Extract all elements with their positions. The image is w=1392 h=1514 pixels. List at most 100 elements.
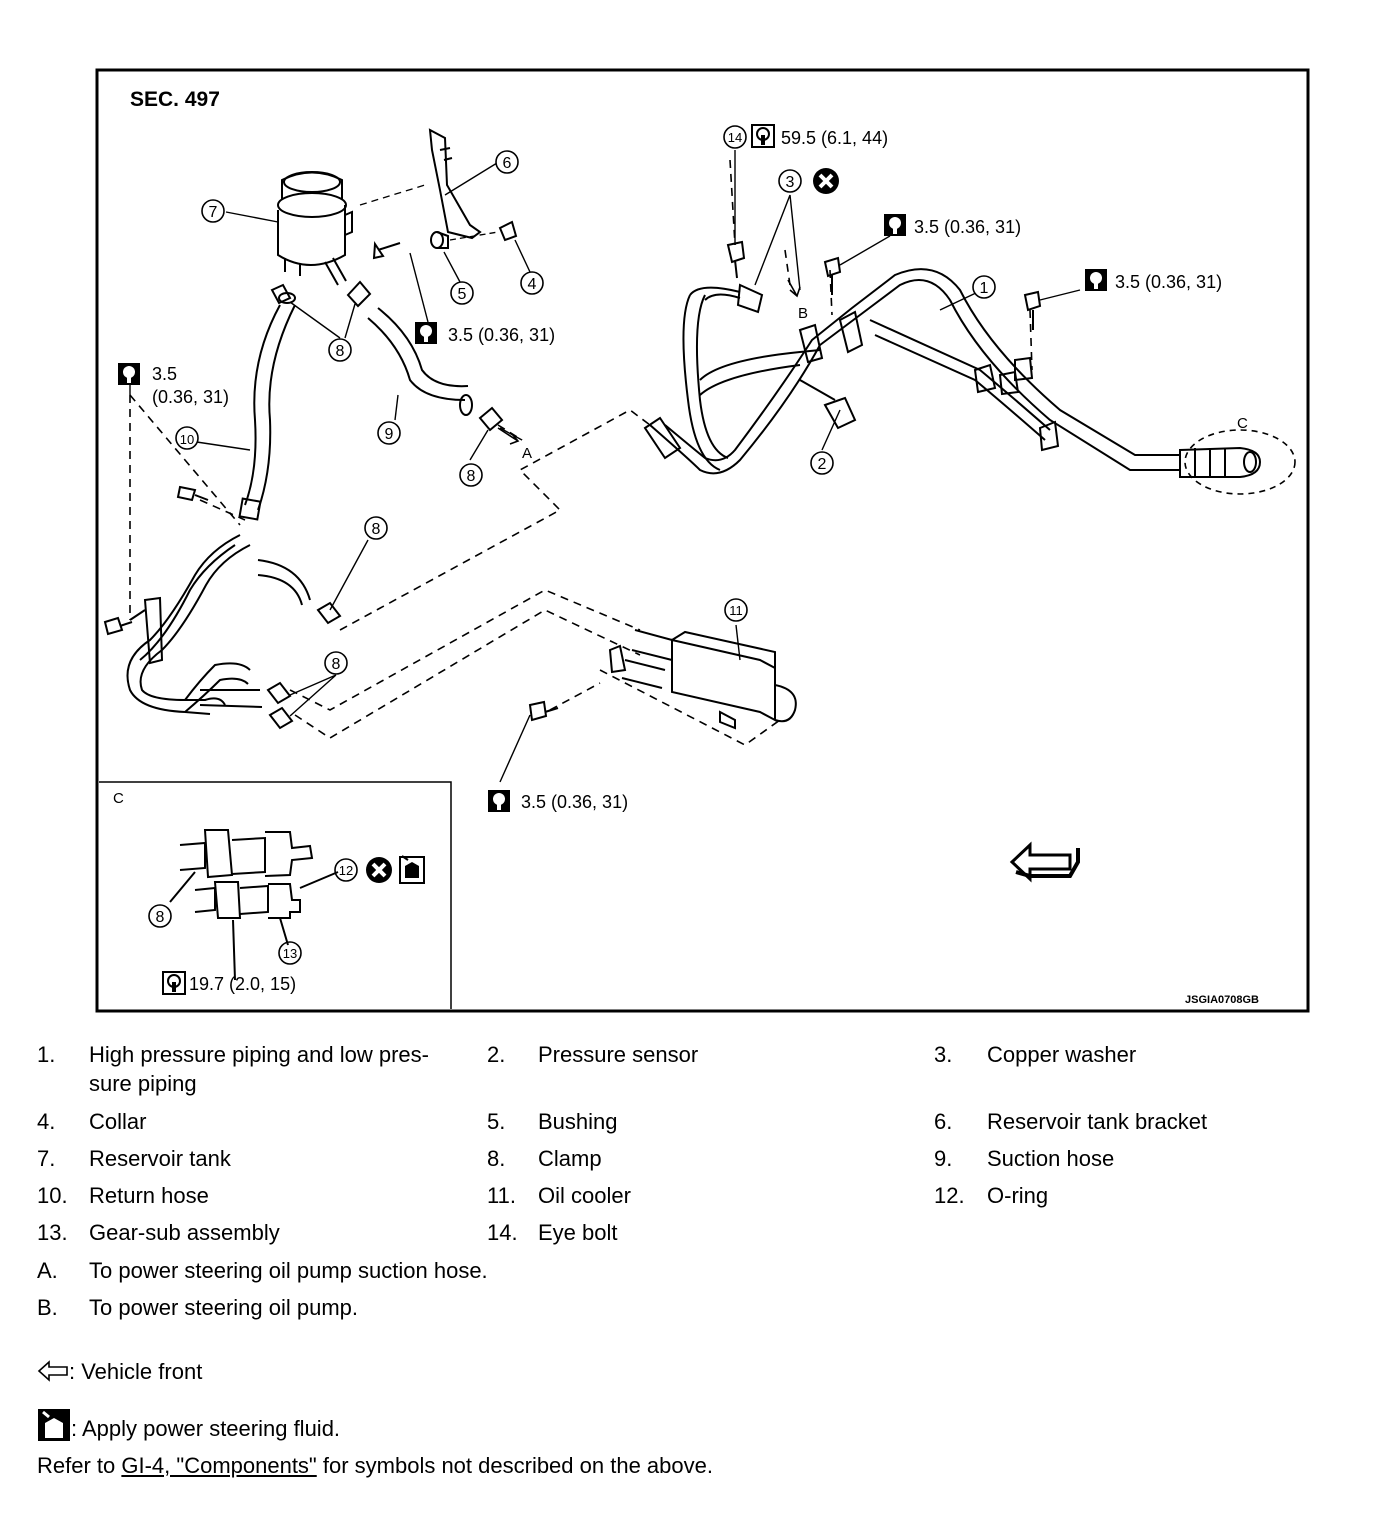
legend-label: Oil cooler: [538, 1183, 631, 1208]
svg-text:10: 10: [180, 432, 194, 447]
refer-prefix: Refer to: [37, 1453, 122, 1478]
refer-suffix: for symbols not described on the above.: [316, 1453, 713, 1478]
callout-8d: 8: [324, 651, 348, 675]
legend-label: Reservoir tank: [89, 1146, 231, 1171]
legend-num: 8.: [487, 1146, 506, 1171]
torque-bolt-a: 3.5 (0.36, 31): [914, 217, 1021, 237]
torque-labels: 59.5 (6.1, 44) 3.5 (0.36, 31) 3.5 (0.36,…: [118, 124, 1222, 995]
legend-label: High pressure piping and low pres-: [89, 1042, 429, 1067]
torque-gear-sub: 19.7 (2.0, 15): [189, 974, 296, 994]
apply-fluid-note: : Apply power steering fluid.: [37, 1408, 340, 1442]
svg-text:8: 8: [336, 343, 345, 360]
apply-fluid-icon: [399, 855, 425, 884]
callout-8a: 8: [328, 338, 352, 362]
apply-fluid-icon: [38, 1409, 70, 1441]
callout-8c: 8: [364, 516, 388, 540]
svg-text:8: 8: [156, 909, 165, 926]
left-piping: [126, 534, 311, 715]
mount-hardware: [359, 184, 518, 260]
legend-num: 3.: [934, 1042, 953, 1067]
legend-num: 6.: [934, 1109, 953, 1134]
svg-text:11: 11: [729, 603, 743, 618]
legend-num: 14.: [487, 1220, 518, 1245]
inset-frame: [99, 781, 452, 1009]
return-hose: [238, 292, 296, 521]
callouts: 1 2 3 4 5 6 7 8 8 8 8 8 9 10 11 12 13 14: [148, 125, 996, 965]
svg-text:9: 9: [385, 426, 394, 443]
torque-bolt-b: 3.5 (0.36, 31): [1115, 272, 1222, 292]
diagram-frame: [95, 68, 1310, 1013]
apply-fluid-text: : Apply power steering fluid.: [71, 1416, 341, 1441]
svg-text:13: 13: [283, 946, 297, 961]
legend-label: Collar: [89, 1109, 147, 1134]
vehicle-front-arrow: [1009, 841, 1080, 883]
callout-6: 6: [495, 150, 519, 174]
section-label: SEC. 497: [130, 88, 220, 111]
legend-num: 4.: [37, 1109, 56, 1134]
exploded-view-diagram: SEC. 497 JSGIA0708GB: [95, 68, 1310, 1013]
legend-label: sure piping: [89, 1071, 197, 1096]
callout-7: 7: [201, 199, 225, 223]
svg-text:2: 2: [818, 456, 827, 473]
marker-b: B: [798, 305, 808, 322]
torque-bolt-e: 3.5 (0.36, 31): [521, 792, 628, 812]
torque-wrench-icon: [118, 363, 140, 385]
marker-a: A: [522, 445, 532, 462]
legend-num: 11.: [487, 1183, 516, 1208]
callout-13: 13: [278, 941, 302, 965]
torque-wrench-icon: [488, 790, 510, 812]
legend-num: 1.: [37, 1042, 56, 1067]
legend-num: B.: [37, 1295, 58, 1320]
dash-lines: [129, 159, 1033, 746]
legend-num: 13.: [37, 1220, 68, 1245]
legend-label: Clamp: [538, 1146, 602, 1171]
vehicle-front-icon: [37, 1360, 68, 1382]
callout-2: 2: [810, 451, 834, 475]
callout-10: 10: [175, 426, 199, 450]
inset-label: C: [113, 790, 124, 807]
svg-text:12: 12: [339, 863, 353, 878]
do-not-reuse-icon: [811, 166, 841, 196]
marker-c: C: [1237, 415, 1248, 432]
legend-label: O-ring: [987, 1183, 1049, 1208]
svg-text:8: 8: [332, 656, 341, 673]
svg-text:6: 6: [503, 155, 512, 172]
torque-wrench-icon: [162, 971, 186, 995]
callout-1: 1: [972, 275, 996, 299]
legend-label: Pressure sensor: [538, 1042, 699, 1067]
svg-text:3: 3: [786, 174, 795, 191]
legend-label: Reservoir tank bracket: [987, 1109, 1208, 1134]
torque-bolt-d2: (0.36, 31): [152, 387, 229, 407]
torque-bolt-c: 3.5 (0.36, 31): [448, 325, 555, 345]
inset-c-detail: [169, 829, 339, 981]
legend-num: 10.: [37, 1183, 68, 1208]
legend-num: 2.: [487, 1042, 506, 1067]
legend-label: Eye bolt: [538, 1220, 618, 1245]
legend-row-1: 1. High pressure piping and low pres- su…: [0, 1040, 1392, 1100]
callout-11: 11: [724, 598, 748, 622]
detail-c-circle: [1184, 429, 1296, 495]
callout-9: 9: [377, 421, 401, 445]
torque-wrench-icon: [884, 214, 906, 236]
legend-label: Bushing: [538, 1109, 618, 1134]
arrow-a: [497, 427, 520, 445]
oil-cooler: [608, 629, 797, 730]
legend-label: Suction hose: [987, 1146, 1115, 1171]
legend-num: A.: [37, 1258, 58, 1283]
legend-label: To power steering oil pump.: [89, 1295, 359, 1320]
svg-text:1: 1: [980, 280, 989, 297]
callout-8e: 8: [148, 904, 172, 928]
legend-label: Return hose: [89, 1183, 209, 1208]
vehicle-front-note: : Vehicle front: [37, 1359, 202, 1385]
bolts: [103, 240, 1042, 722]
components-link[interactable]: GI-4, "Components": [121, 1453, 317, 1478]
callout-4: 4: [520, 271, 544, 295]
do-not-reuse-icon: [364, 855, 394, 885]
suction-hose: [367, 307, 473, 416]
torque-wrench-icon: [1085, 269, 1107, 291]
svg-text:14: 14: [728, 130, 742, 145]
torque-wrench-icon: [415, 322, 437, 344]
legend-num: 5.: [487, 1109, 506, 1134]
legend-num: 7.: [37, 1146, 56, 1171]
svg-text:4: 4: [528, 276, 537, 293]
